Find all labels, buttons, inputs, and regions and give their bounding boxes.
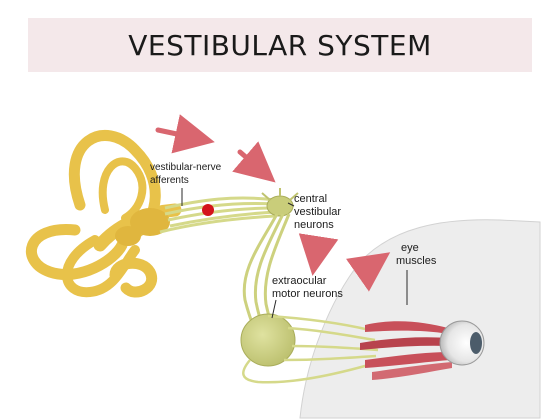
leader-lines [181,188,408,319]
label-eye-muscles-line-1: eye [401,242,419,254]
oculomotor-nucleus [240,313,296,367]
ampullae [115,208,170,246]
label-extraocular-motor-neurons-line-2: motor neurons [272,288,343,300]
motor-axons [242,314,379,384]
title-band: VESTIBULAR SYSTEM [28,18,532,72]
diagram-labels: vestibular-nerve afferents central vesti… [150,162,437,300]
label-central-vestibular-neurons-line-1: central [294,193,327,205]
arrow-3 [298,233,339,276]
saccule [115,226,141,246]
label-vestibular-nerve-afferents-line-2: afferents [150,175,189,186]
vestibular-nerve-bundle [159,196,276,234]
canal-loop [98,157,147,222]
label-central-vestibular-neurons-line-3: neurons [294,219,334,231]
eyeball [439,320,485,366]
flow-arrows [155,114,391,292]
label-central-vestibular-neurons-line-2: vestibular [294,206,341,218]
eye-with-muscles [360,320,485,380]
label-eye-muscles-line-2: muscles [396,255,437,267]
label-vestibular-nerve-afferents-line-1: vestibular-nerve [150,162,222,173]
slide-title: VESTIBULAR SYSTEM [128,28,432,62]
cochlea [109,257,158,298]
iris [470,332,482,354]
head-silhouette [299,219,541,419]
arrow-2 [232,141,276,183]
arrow-4 [345,252,391,292]
utricle [130,208,170,236]
central-vestibular-neurons [261,188,299,217]
label-extraocular-motor-neurons-line-1: extraocular [272,275,327,287]
posterior-canal [26,224,128,280]
stimulus-dot [202,204,214,216]
arrow-1 [155,114,215,154]
